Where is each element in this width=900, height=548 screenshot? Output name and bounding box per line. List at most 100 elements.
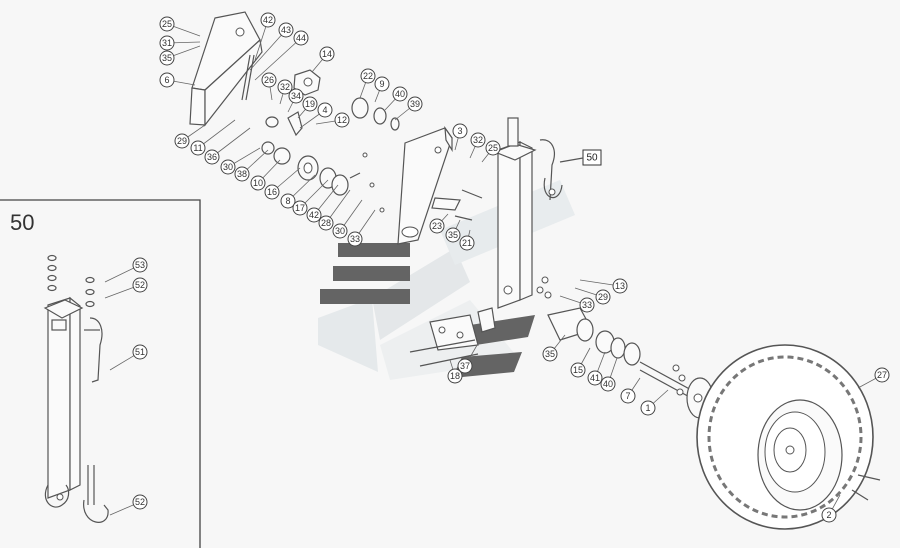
- callout-8[interactable]: 8: [280, 174, 316, 209]
- inset-washers: [47, 254, 95, 308]
- callout-3[interactable]: 3: [452, 123, 468, 151]
- callout-25[interactable]: 25: [481, 140, 501, 163]
- callout-circle: [174, 133, 190, 149]
- callout-4[interactable]: 4: [299, 102, 333, 129]
- callout-circle: [570, 362, 586, 378]
- callout-2[interactable]: 2: [821, 494, 841, 523]
- callout-circle: [407, 96, 423, 112]
- callout-number: 51: [135, 347, 145, 357]
- callout-42[interactable]: 42: [254, 12, 276, 61]
- callout-36[interactable]: 36: [204, 127, 251, 165]
- callout-number: 35: [448, 230, 458, 240]
- callout-14[interactable]: 14: [311, 46, 335, 73]
- callout-27[interactable]: 27: [857, 367, 890, 389]
- callout-43[interactable]: 43: [249, 22, 294, 71]
- callout-26[interactable]: 26: [261, 72, 277, 101]
- callout-6[interactable]: 6: [159, 72, 196, 88]
- callout-17[interactable]: 17: [292, 179, 329, 216]
- callout-circle: [332, 223, 348, 239]
- callout-39[interactable]: 39: [394, 96, 423, 121]
- inset-leg-assembly: [43, 254, 109, 523]
- callout-19[interactable]: 19: [297, 96, 318, 119]
- callout-number: 29: [177, 136, 187, 146]
- callout-44[interactable]: 44: [254, 30, 309, 81]
- callout-number: 30: [223, 162, 233, 172]
- callout-25[interactable]: 25: [159, 16, 201, 37]
- callout-circle: [292, 200, 308, 216]
- callout-22[interactable]: 22: [359, 68, 376, 99]
- callout-42[interactable]: 42: [306, 184, 339, 223]
- callout-11[interactable]: 11: [190, 119, 236, 156]
- callout-number: 34: [291, 91, 301, 101]
- callout-number: 9: [379, 79, 384, 89]
- callout-number: 52: [135, 497, 145, 507]
- wheel-part: [696, 344, 881, 530]
- callout-40[interactable]: 40: [600, 357, 618, 392]
- callout-34[interactable]: 34: [287, 88, 304, 113]
- callout-number: 37: [460, 361, 470, 371]
- callout-37[interactable]: 37: [457, 339, 481, 374]
- inset-callout-52[interactable]: 52: [104, 277, 148, 299]
- callout-number: 25: [488, 143, 498, 153]
- callout-35[interactable]: 35: [445, 219, 461, 243]
- callout-23[interactable]: 23: [429, 213, 449, 234]
- callout-28[interactable]: 28: [318, 189, 351, 231]
- section-tag-50[interactable]: 50: [559, 149, 602, 166]
- callout-10[interactable]: 10: [250, 159, 281, 191]
- callout-38[interactable]: 38: [234, 149, 269, 182]
- inset-callout-51[interactable]: 51: [109, 344, 148, 371]
- callout-30[interactable]: 30: [220, 147, 261, 175]
- callout-number: 22: [363, 71, 373, 81]
- callout-number: 1: [645, 403, 650, 413]
- callout-number: 35: [162, 53, 172, 63]
- callout-number: 42: [309, 210, 319, 220]
- middle-bracket-part: [397, 125, 461, 245]
- callout-35[interactable]: 35: [159, 45, 201, 66]
- callout-1[interactable]: 1: [640, 389, 669, 416]
- callout-circle: [264, 184, 280, 200]
- inset-callout-52[interactable]: 52: [109, 494, 148, 516]
- callout-circle: [293, 30, 309, 46]
- callout-15[interactable]: 15: [570, 347, 591, 378]
- callout-circle: [459, 235, 475, 251]
- callout-circle: [261, 72, 277, 88]
- callout-number: 12: [337, 115, 347, 125]
- callout-16[interactable]: 16: [264, 167, 301, 200]
- callout-32[interactable]: 32: [469, 132, 486, 159]
- callout-41[interactable]: 41: [587, 351, 606, 386]
- callout-21[interactable]: 21: [459, 229, 475, 251]
- callout-13[interactable]: 13: [579, 278, 628, 294]
- callout-35[interactable]: 35: [542, 334, 566, 362]
- callout-number: 10: [253, 178, 263, 188]
- callout-circle: [600, 376, 616, 392]
- callout-31[interactable]: 31: [159, 35, 201, 51]
- callout-18[interactable]: 18: [447, 359, 463, 384]
- callout-number: 41: [590, 373, 600, 383]
- callout-12[interactable]: 12: [315, 112, 350, 128]
- inset-callout-53[interactable]: 53: [104, 257, 148, 283]
- callout-circle: [334, 112, 350, 128]
- callout-leader: [197, 119, 236, 149]
- callout-32[interactable]: 32: [277, 79, 293, 105]
- callout-29[interactable]: 29: [174, 124, 206, 149]
- callout-29[interactable]: 29: [574, 287, 611, 305]
- callout-number: 52: [135, 280, 145, 290]
- callout-circle: [159, 16, 175, 32]
- small-pins: [349, 152, 686, 396]
- callout-33[interactable]: 33: [347, 209, 376, 247]
- callout-layer: 2531356424344142632341941222940392911363…: [159, 12, 890, 523]
- callout-circle: [318, 215, 334, 231]
- callout-9[interactable]: 9: [374, 76, 390, 103]
- callout-circle: [347, 231, 363, 247]
- callout-circle: [280, 193, 296, 209]
- callout-30[interactable]: 30: [332, 199, 363, 239]
- inset-title: 50: [10, 210, 34, 235]
- callout-40[interactable]: 40: [384, 86, 408, 111]
- callout-7[interactable]: 7: [620, 377, 641, 404]
- callout-number: 28: [321, 218, 331, 228]
- callout-circle: [429, 218, 445, 234]
- callout-circle: [620, 388, 636, 404]
- callout-33[interactable]: 33: [559, 295, 595, 313]
